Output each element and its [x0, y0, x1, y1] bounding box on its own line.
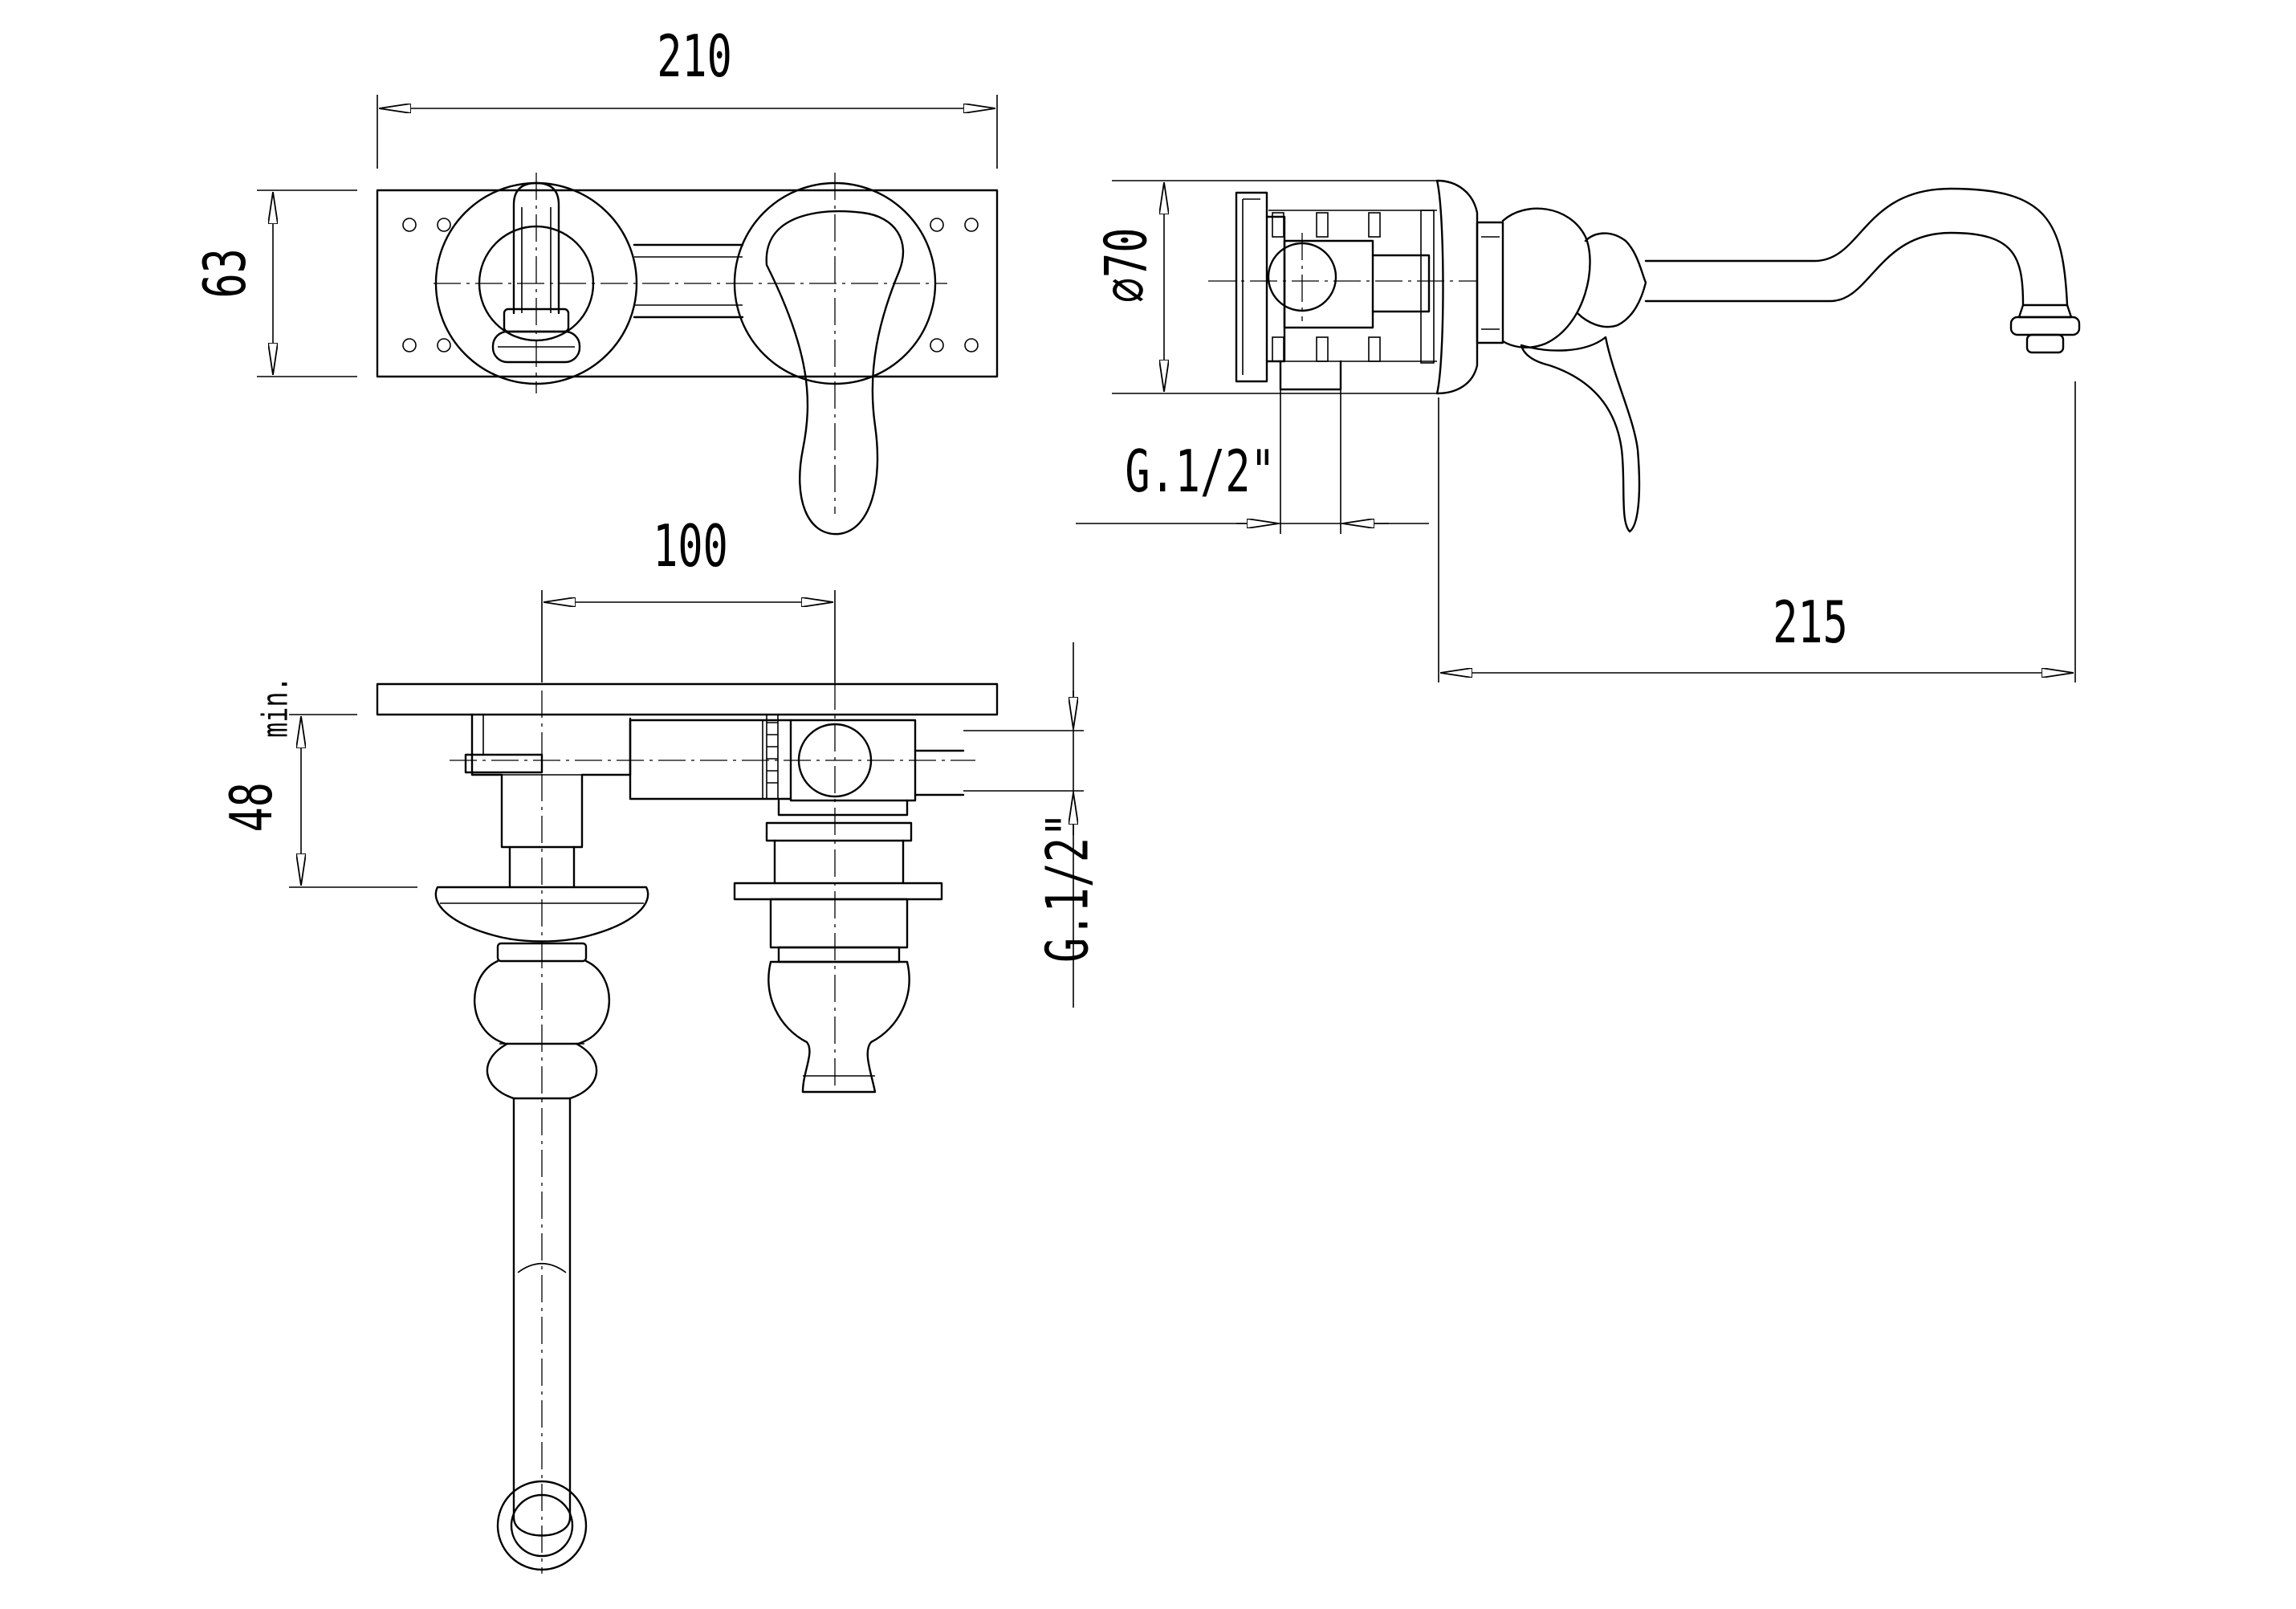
side-spout — [1644, 187, 2069, 307]
label-flange-diameter: ⌀70 — [1093, 228, 1160, 303]
dim-thread-side: G.1/2" — [1076, 389, 1429, 534]
label-thread-side: G.1/2" — [1125, 438, 1275, 505]
side-lever-handle — [1520, 336, 1641, 533]
label-spacing: 100 — [653, 512, 728, 580]
front-view — [376, 173, 999, 536]
label-plate-width: 210 — [657, 22, 732, 90]
lever-handle — [765, 210, 905, 536]
plan-spout-rosette — [434, 886, 649, 943]
dim-plate-height: 63 — [191, 189, 357, 377]
dim-spacing: 100 — [541, 512, 836, 682]
label-plate-height: 63 — [191, 248, 259, 298]
label-spout-projection: 215 — [1773, 589, 1848, 656]
dim-spout-projection: 215 — [1438, 381, 2076, 682]
dim-flange-diameter: ⌀70 — [1093, 180, 1437, 394]
dim-plate-width: 210 — [377, 22, 998, 169]
dim-min-depth: 48 min. — [218, 677, 417, 888]
dim-thread-plan: G.1/2" — [963, 642, 1101, 1008]
mounting-holes — [402, 218, 979, 352]
plan-lever-handle — [767, 960, 910, 1094]
plan-view — [376, 682, 999, 1574]
label-thread-plan: G.1/2" — [1034, 813, 1101, 963]
side-rosette — [1435, 179, 1479, 395]
label-min-depth-suffix: min. — [254, 677, 296, 738]
label-min-depth: 48 — [218, 782, 285, 832]
side-view — [1208, 179, 2081, 533]
